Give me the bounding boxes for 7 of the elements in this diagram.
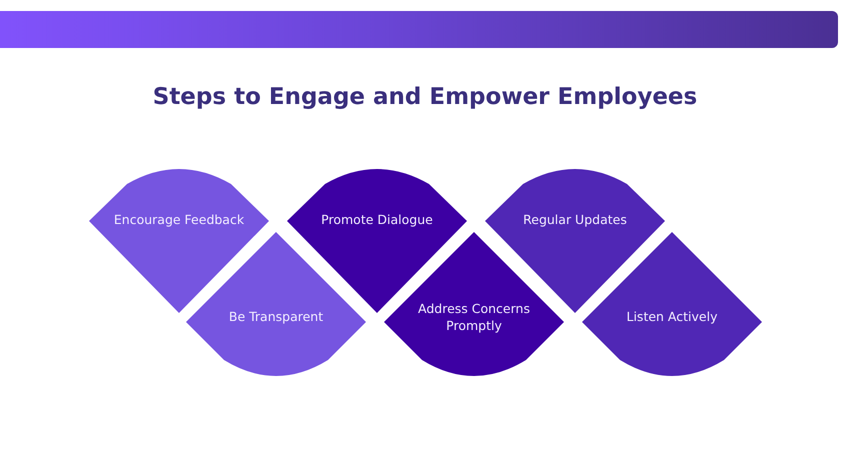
step-label: Address Concerns Promptly [417,300,531,334]
step-label: Listen Actively [626,308,718,326]
step-label: Be Transparent [228,308,324,326]
title: Steps to Engage and Empower Employees [152,84,698,112]
step-label: Promote Dialogue [321,211,433,229]
step-label: Encourage Feedback [114,211,244,229]
step-label: Regular Updates [523,211,627,229]
